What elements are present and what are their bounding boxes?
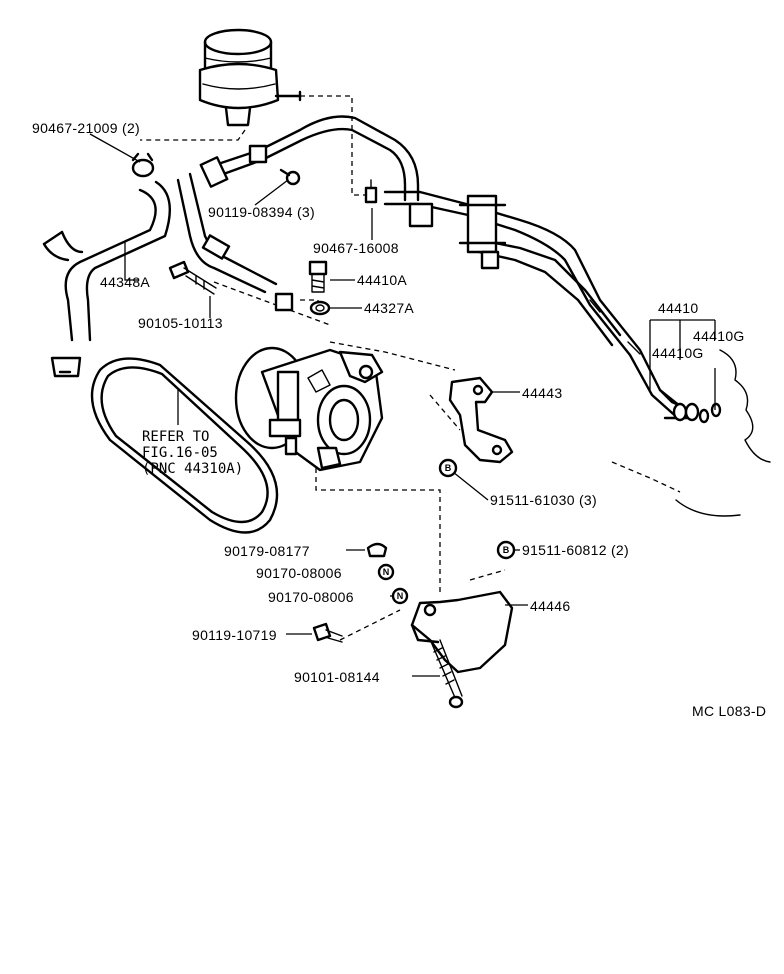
reservoir-tank[interactable] [198,28,302,127]
union-bolt[interactable] [308,260,328,293]
label-hose-return: 44348A [100,274,150,290]
svg-text:N: N [397,591,404,601]
suction-line[interactable] [176,115,420,312]
washer[interactable] [366,542,388,558]
line-clip[interactable] [364,179,378,204]
pump-bracket-lower[interactable] [410,590,514,674]
leader-clip-hose [89,133,141,163]
bolt-reservoir[interactable] [279,168,301,186]
label-tube-g: 44410G [652,345,704,361]
belt-note-line-3: (PNC 44310A) [142,461,243,477]
label-clip-line: 90467-16008 [313,240,399,256]
label-gasket: 44327A [364,300,414,316]
label-bolt-reservoir: 90119-08394 (3) [208,204,315,220]
diagram-code: MC L083-D [692,703,766,719]
stud-bolt[interactable] [431,639,464,709]
badge-n-b: N [391,587,409,605]
gasket[interactable] [309,300,331,316]
drive-belt[interactable] [90,357,279,534]
label-nut-b: 90170-08006 [268,589,354,605]
label-clip-hose: 90467-21009 (2) [32,120,140,136]
pump-bolt[interactable] [168,260,217,295]
hose-clip-lower[interactable] [50,356,82,378]
body-outline [719,349,771,463]
label-union-bolt: 44410A [357,272,407,288]
leader-pressure-tube [649,319,716,390]
hose-clip-upper[interactable] [131,152,155,178]
leader-bolt-reservoir [254,179,289,206]
return-hose[interactable] [42,180,172,342]
label-bracket-lower: 44446 [530,598,570,614]
label-bracket-upper: 44443 [522,385,562,401]
label-clamp-106: 44410G [693,328,745,344]
label-nut-a: 90170-08006 [256,565,342,581]
label-washer: 90179-08177 [224,543,310,559]
power-steering-pump[interactable] [234,346,384,472]
badge-b-upper: B [438,458,458,478]
bolt-small[interactable] [312,622,343,643]
belt-note-line-1: REFER TO [142,429,209,445]
svg-text:B: B [445,463,452,473]
svg-text:B: B [503,545,510,555]
badge-n-a: N [377,563,395,581]
body-outline-lower [675,499,741,517]
label-bolt-small: 90119-10719 [192,627,277,643]
svg-text:N: N [383,567,390,577]
label-pump-bolt: 90105-10113 [138,315,223,331]
label-nut-upper: 91511-61030 (3) [490,492,597,508]
pressure-tube-assembly[interactable] [383,190,722,424]
badge-b-lower: B [496,540,516,560]
label-nut-lower: 91511-60812 (2) [522,542,629,558]
label-stud: 90101-08144 [294,669,380,685]
label-pressure-tube: 44410 [658,300,698,316]
pump-bracket-upper[interactable] [448,376,514,464]
leader-hose-return [124,242,138,281]
belt-note-line-2: FIG.16-05 [142,445,218,461]
reference-line [611,461,681,493]
